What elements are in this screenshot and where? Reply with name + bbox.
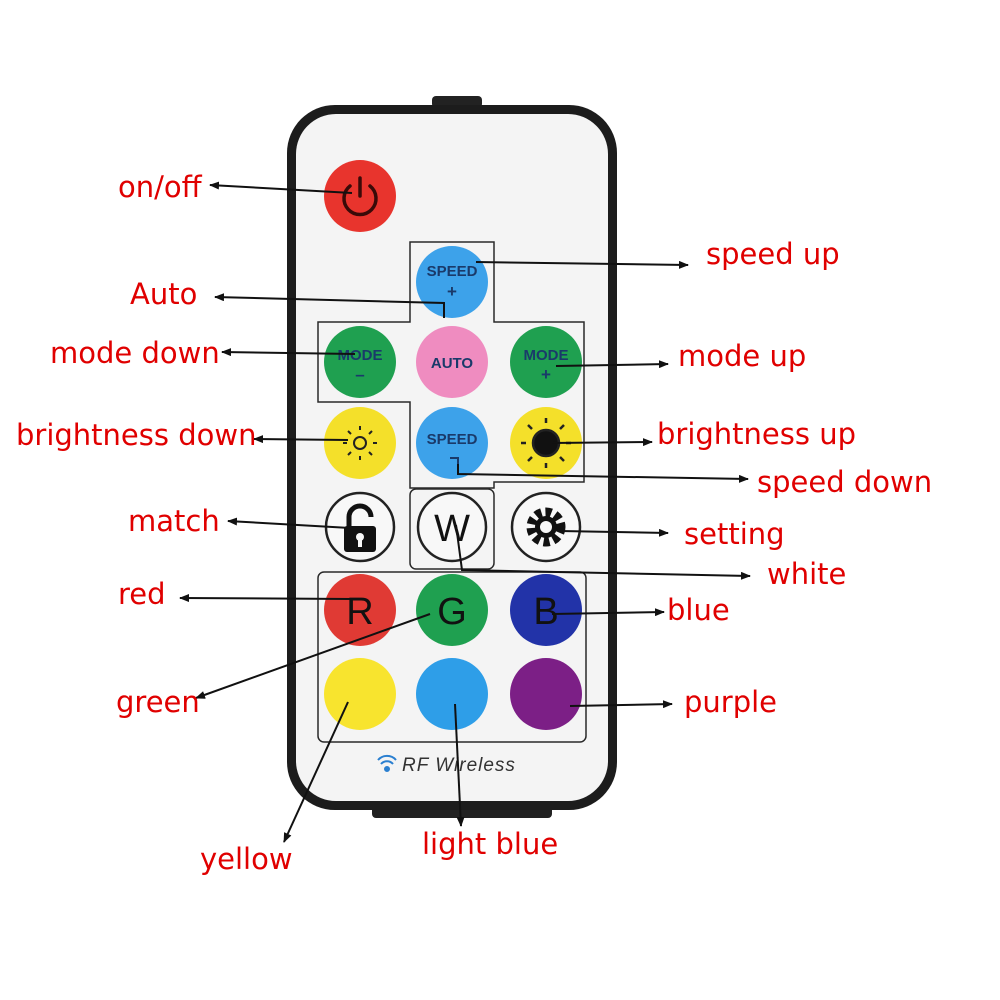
label-match: match (128, 504, 220, 538)
arrow-brightness-up (551, 438, 653, 447)
arrow-blue (551, 608, 665, 617)
light-blue-button[interactable] (416, 658, 488, 730)
mode-up-line1: MODE (524, 347, 569, 364)
label-speed-down: speed down (757, 465, 933, 499)
blue-letter: B (533, 591, 558, 633)
label-light-blue: light blue (422, 827, 559, 861)
arrow-on-off (209, 181, 353, 194)
power-icon (342, 176, 378, 217)
label-yellow: yellow (200, 842, 293, 876)
auto-button[interactable]: AUTO (416, 326, 488, 398)
label-brightness-down: brightness down (16, 418, 257, 452)
purple-button[interactable] (510, 658, 582, 730)
arrow-yellow (283, 701, 349, 843)
mode-down-line2: – (355, 365, 364, 384)
blue-button[interactable]: B (510, 574, 582, 646)
label-blue: blue (667, 593, 730, 627)
wifi-icon (377, 754, 397, 772)
speed-up-button[interactable]: SPEED + (416, 246, 488, 318)
arrow-speed-down (457, 464, 749, 483)
label-green: green (116, 685, 200, 719)
power-button[interactable] (324, 160, 396, 232)
arrow-brightness-down (253, 435, 349, 444)
red-button[interactable]: R (324, 574, 396, 646)
arrow-setting (559, 528, 669, 537)
label-brightness-up: brightness up (657, 417, 856, 451)
arrow-light-blue (454, 703, 465, 827)
minus-mark (450, 457, 459, 466)
arrow-purple (569, 700, 673, 709)
speed-down-button[interactable]: SPEED (416, 407, 488, 479)
lock-icon (344, 503, 376, 552)
mode-up-button[interactable]: MODE + (510, 326, 582, 398)
sun-small-icon (343, 426, 377, 460)
white-button[interactable]: W (416, 491, 488, 563)
brightness-up-button[interactable] (510, 407, 582, 479)
setting-button[interactable] (510, 491, 582, 563)
label-mode-up: mode up (678, 339, 807, 373)
arrow-match (227, 517, 351, 529)
brightness-down-button[interactable] (324, 407, 396, 479)
speed-up-line1: SPEED (427, 263, 478, 280)
leader-lines (179, 181, 751, 843)
button-panel-outline (317, 241, 587, 743)
green-letter: G (437, 591, 467, 633)
label-white: white (767, 557, 847, 591)
speed-down-line1: SPEED (427, 431, 478, 448)
arrow-auto (214, 293, 445, 318)
label-purple: purple (684, 685, 778, 719)
match-button[interactable] (324, 491, 396, 563)
arrow-red (179, 594, 353, 603)
speed-up-line2: + (447, 282, 457, 301)
mode-up-line2: + (541, 365, 551, 384)
mode-down-button[interactable]: MODE – (324, 326, 396, 398)
red-letter: R (346, 591, 373, 633)
arrow-speed-up (475, 260, 689, 269)
label-mode-down: mode down (50, 336, 220, 370)
gear-icon (526, 507, 566, 547)
label-on-off: on/off (118, 170, 202, 204)
auto-label: AUTO (431, 355, 474, 372)
mode-down-line1: MODE (338, 347, 383, 364)
yellow-button[interactable] (324, 658, 396, 730)
arrow-green (195, 613, 431, 699)
arrow-mode-down (221, 348, 356, 357)
arrow-white (455, 524, 751, 580)
label-setting: setting (684, 517, 785, 551)
white-letter: W (434, 508, 470, 550)
label-speed-up: speed up (706, 237, 840, 271)
label-red: red (118, 577, 166, 611)
arrow-mode-up (555, 360, 669, 369)
label-auto: Auto (130, 277, 198, 311)
green-button[interactable]: G (416, 574, 488, 646)
